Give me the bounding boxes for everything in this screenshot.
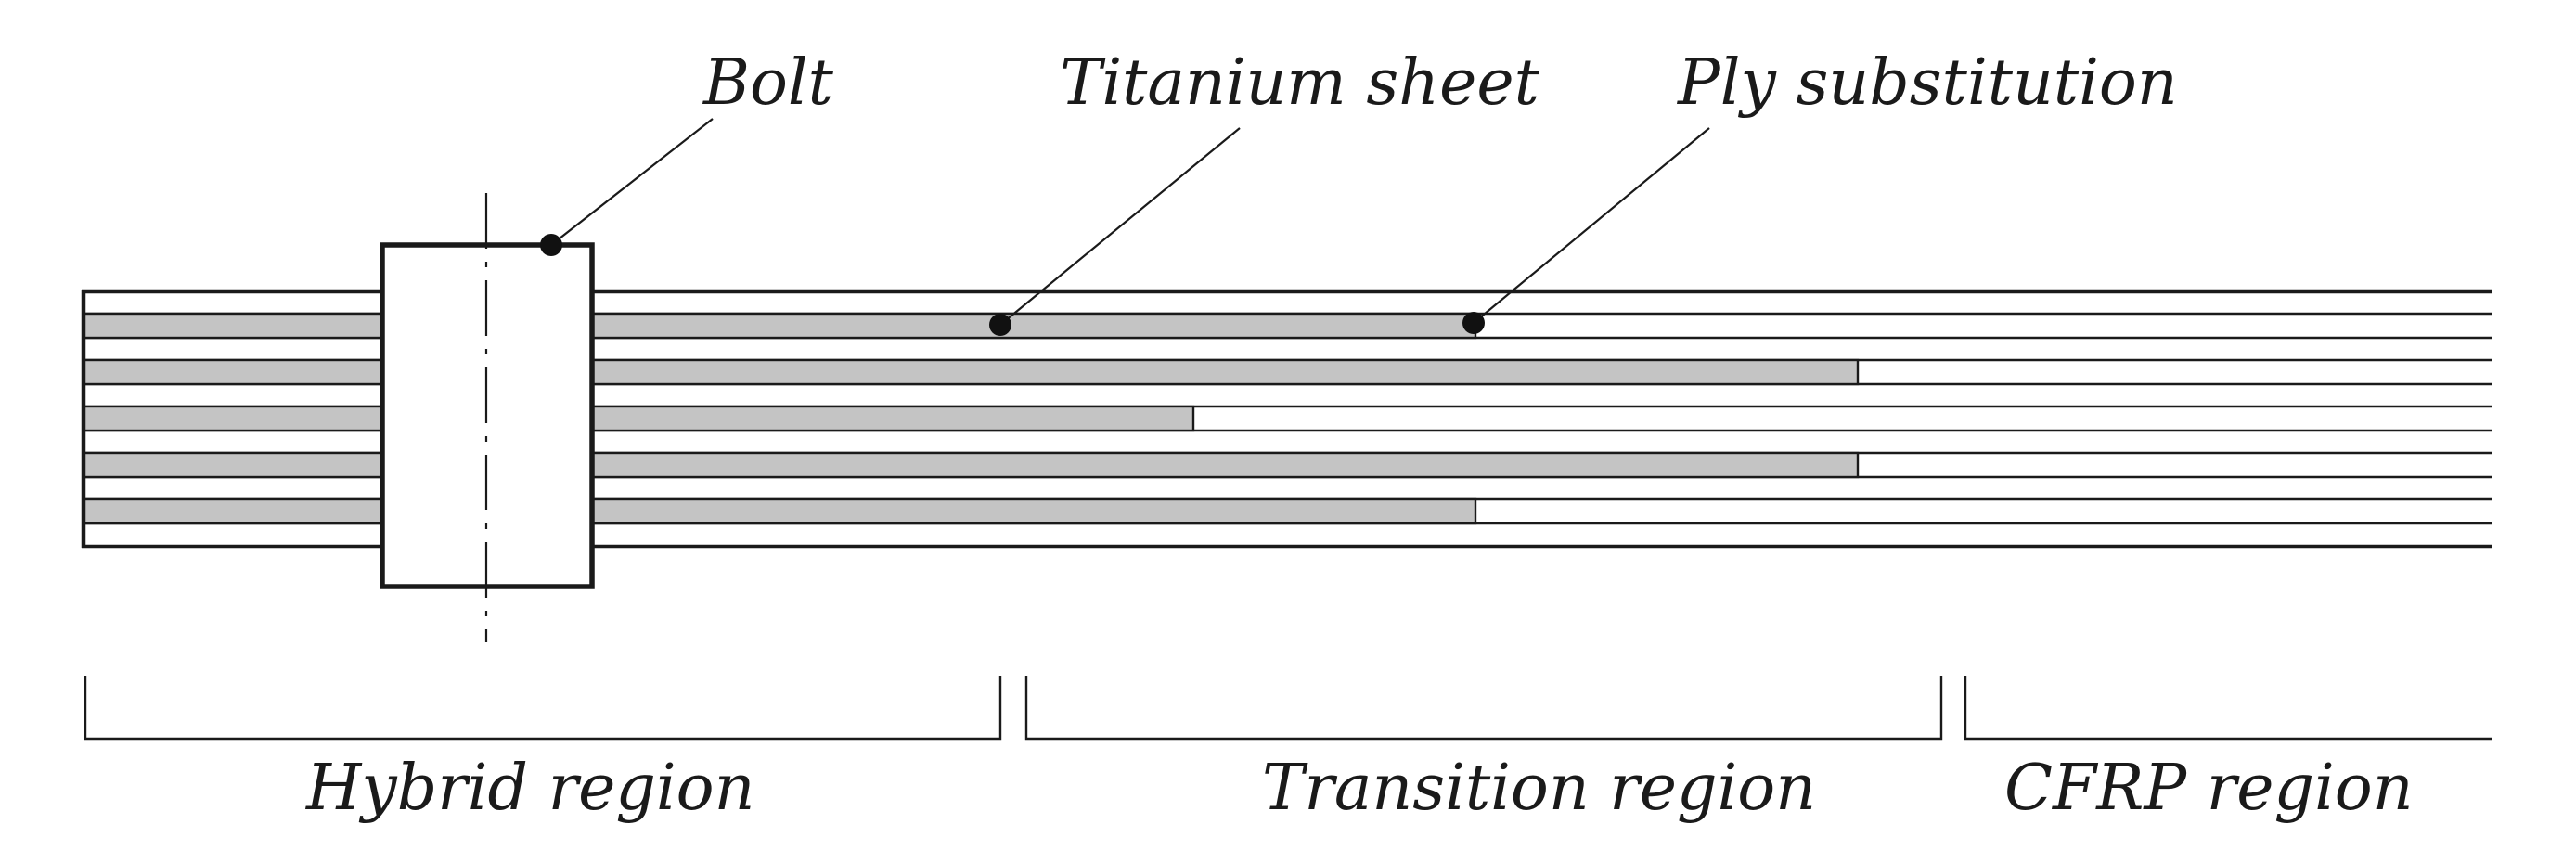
bolt-label: Bolt [702, 46, 834, 120]
bolt-leader-dot [540, 234, 562, 256]
ply-substitution-label: Ply substitution [1676, 46, 2178, 120]
titanium-sheet-leader [999, 127, 1241, 326]
bolt [380, 193, 595, 642]
titanium-sheet-3 [82, 405, 1195, 432]
region-brackets [84, 676, 2492, 741]
hybrid-region-label: Hybrid region [304, 752, 754, 825]
titanium-sheet-1 [82, 312, 1477, 340]
titanium-sheet-label: Titanium sheet [1060, 46, 1540, 120]
cfrp-region-label: CFRP region [2004, 752, 2414, 825]
titanium-sheet-5 [82, 497, 1477, 525]
leaders [540, 118, 1710, 336]
cfrp-region-bracket [1964, 676, 2492, 741]
titanium-sheet-4 [82, 451, 1860, 479]
transition-region-label: Transition region [1262, 752, 1816, 825]
titanium-sheet-leader-dot [989, 314, 1011, 336]
transition-region-bracket [1024, 676, 1943, 741]
bolt-leader [550, 118, 714, 246]
ply-substitution-leader [1473, 127, 1710, 324]
titanium-sheet-2 [82, 358, 1860, 386]
hybrid-region-bracket [84, 676, 1002, 741]
ply-substitution-leader-dot [1462, 312, 1485, 334]
